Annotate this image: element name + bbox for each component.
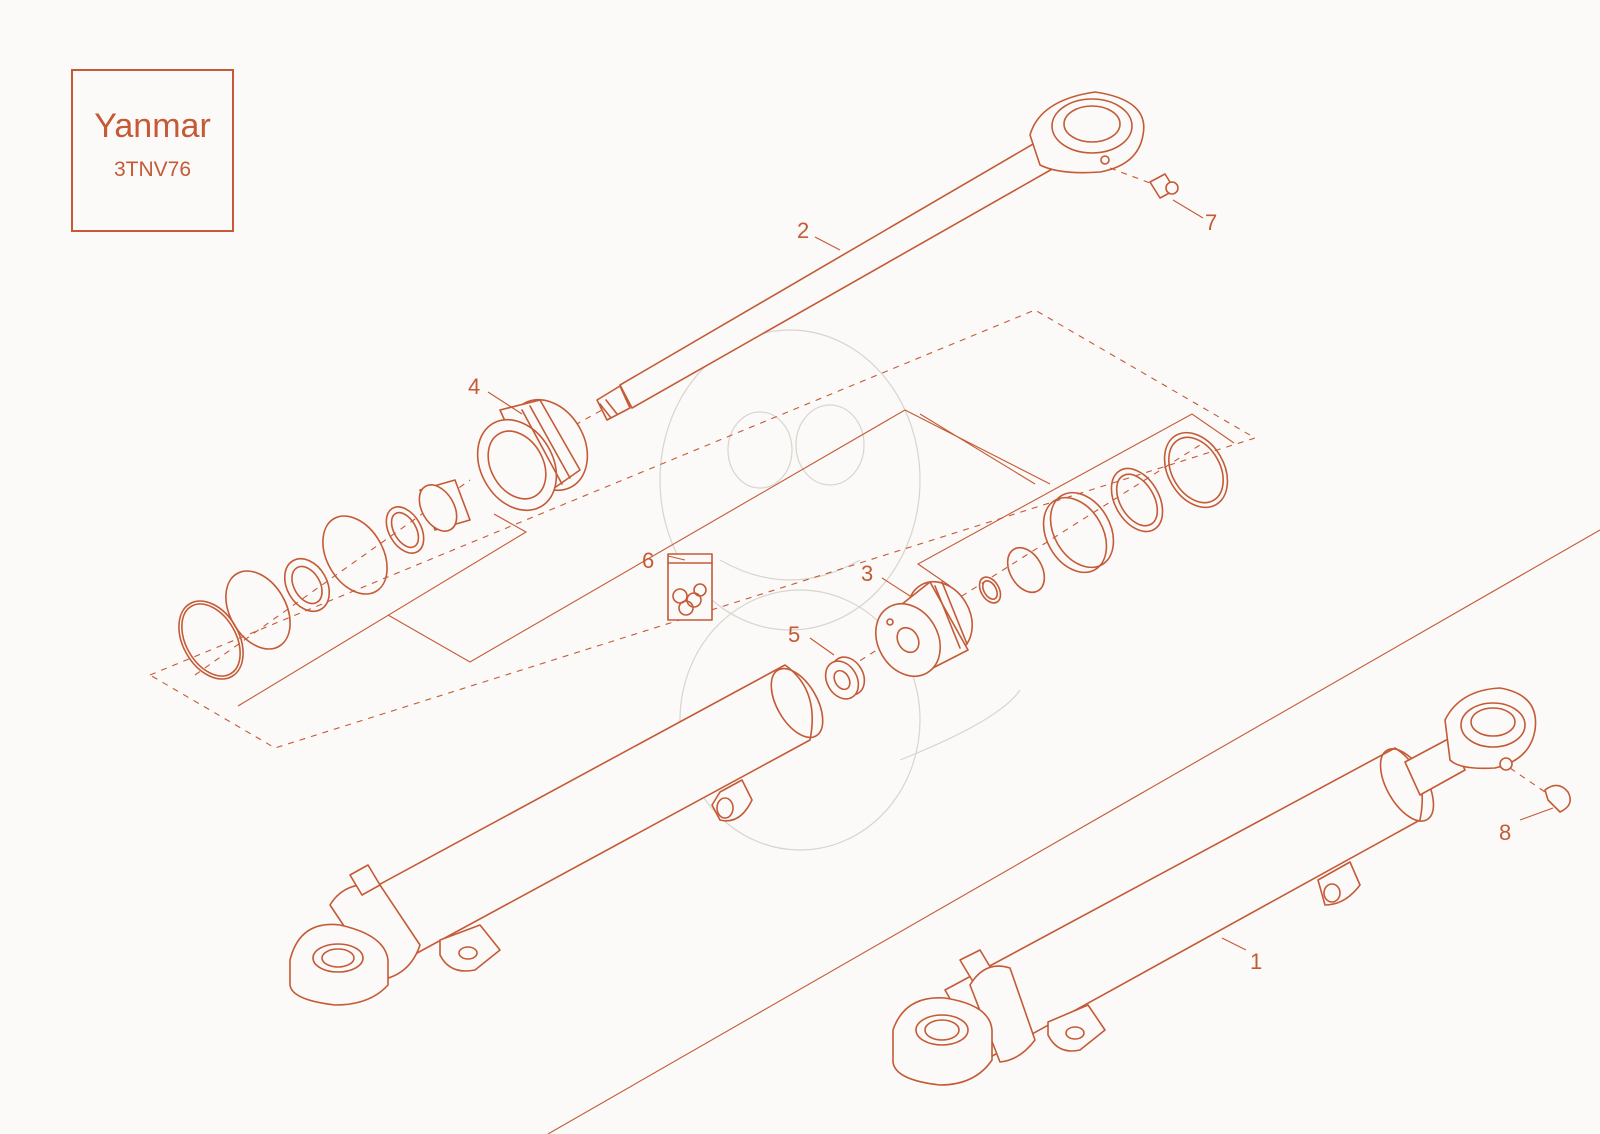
lock-nut bbox=[824, 656, 866, 700]
leader-lines bbox=[487, 199, 1554, 951]
seal-rings-left bbox=[178, 479, 471, 680]
seal-kit-bag bbox=[667, 553, 713, 621]
callout-8: 8 bbox=[1499, 820, 1511, 845]
grease-nipple bbox=[1109, 167, 1179, 199]
piston bbox=[875, 581, 973, 677]
brand-name: Yanmar bbox=[94, 107, 211, 145]
callout-5: 5 bbox=[788, 622, 800, 647]
brand-box: Yanmar 3TNV76 bbox=[71, 69, 234, 232]
cylinder-barrel bbox=[289, 664, 824, 1006]
seal-kit-group-outline bbox=[148, 309, 1257, 749]
gland bbox=[476, 398, 589, 512]
watermark-mascot bbox=[659, 329, 1021, 851]
callout-labels: 1 2 3 4 5 6 7 8 bbox=[468, 210, 1511, 974]
callout-4: 4 bbox=[468, 374, 480, 399]
brand-model: 3TNV76 bbox=[113, 158, 192, 181]
callout-3: 3 bbox=[861, 561, 873, 586]
piston-rod bbox=[596, 91, 1145, 421]
clip bbox=[1509, 767, 1571, 813]
callout-7: 7 bbox=[1205, 210, 1217, 235]
callout-6: 6 bbox=[642, 548, 654, 573]
seal-rings-right bbox=[978, 431, 1229, 604]
separator-line bbox=[547, 529, 1600, 1134]
callout-2: 2 bbox=[797, 218, 809, 243]
cylinder-assembly bbox=[892, 687, 1537, 1086]
callout-1: 1 bbox=[1250, 949, 1262, 974]
